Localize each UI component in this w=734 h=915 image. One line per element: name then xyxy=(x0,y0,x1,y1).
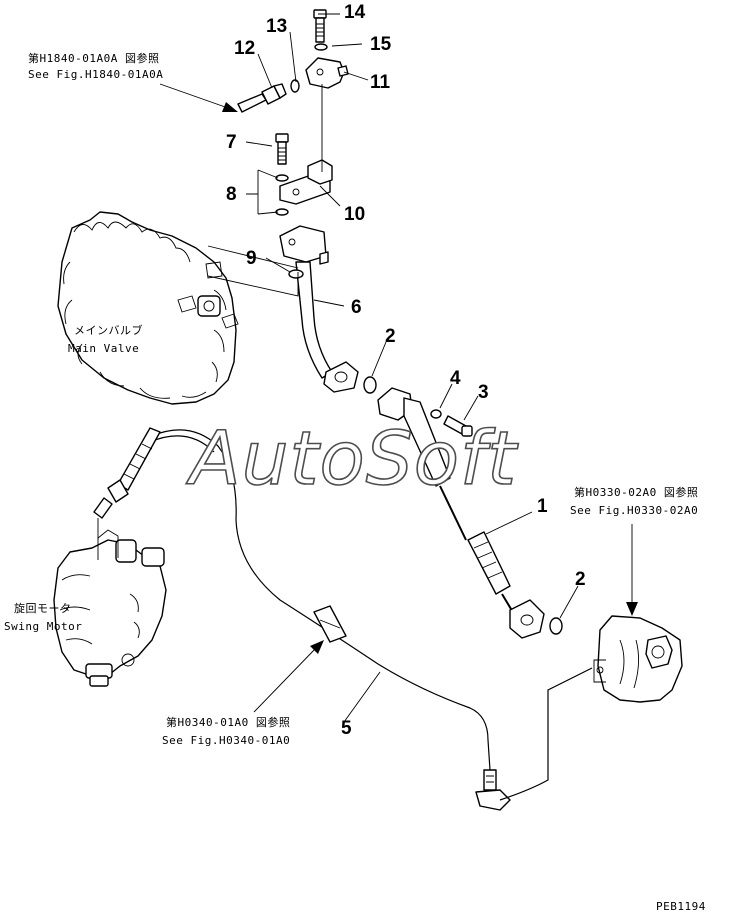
washer-4 xyxy=(430,409,442,419)
drawing-code: PEB1194 xyxy=(656,900,706,913)
main-valve-label-jp: メインバルブ xyxy=(74,323,143,337)
ref-arrow-h1840 xyxy=(159,83,238,112)
part-number-15: 15 xyxy=(370,34,392,55)
oring-2-upper xyxy=(363,376,377,394)
oring-13 xyxy=(290,79,300,93)
part-number-1: 1 xyxy=(537,496,548,517)
part-number-8: 8 xyxy=(226,184,237,205)
part-number-2-lower: 2 xyxy=(575,569,586,590)
part-number-13: 13 xyxy=(266,16,287,37)
main-valve-drawing xyxy=(57,211,239,405)
bolt-3 xyxy=(443,415,473,437)
oring-2-lower xyxy=(549,617,563,635)
part-number-7: 7 xyxy=(226,132,237,153)
block-6 xyxy=(279,225,329,265)
part-number-9: 9 xyxy=(246,248,257,269)
part-number-2-upper: 2 xyxy=(385,326,396,347)
ref-h0330-jp: 第H0330-02A0 図参照 xyxy=(574,485,698,499)
leader-lines xyxy=(207,13,579,723)
sender-12 xyxy=(237,83,287,113)
hose-5 xyxy=(93,427,593,811)
sender-block-11 xyxy=(305,57,349,89)
part-number-3: 3 xyxy=(478,382,489,403)
part-number-10: 10 xyxy=(344,204,365,225)
main-valve-label-en: Main Valve xyxy=(68,342,139,355)
hose-1 xyxy=(467,531,545,639)
ref-h0340-jp: 第H0340-01A0 図参照 xyxy=(166,715,290,729)
ref-arrow-h0330 xyxy=(626,524,638,616)
pipe-6 xyxy=(295,261,359,393)
ref-h0340-en: See Fig.H0340-01A0 xyxy=(162,734,290,747)
part-number-12: 12 xyxy=(234,38,255,59)
part-number-5: 5 xyxy=(341,718,352,739)
bolt-7 xyxy=(275,133,289,165)
swing-motor-label-en: Swing Motor xyxy=(4,620,82,633)
part-number-6: 6 xyxy=(351,297,362,318)
ref-h0330-en: See Fig.H0330-02A0 xyxy=(570,504,698,517)
part-number-4: 4 xyxy=(450,368,461,389)
flange-upper xyxy=(377,387,467,541)
ref-arrow-h0340 xyxy=(253,640,324,713)
pump-block-right xyxy=(593,615,683,703)
part-number-14: 14 xyxy=(344,2,366,23)
swing-motor-label-jp: 旋回モータ xyxy=(14,601,72,615)
ref-h1840-jp: 第H1840-01A0A 図参照 xyxy=(28,51,159,65)
swing-motor-drawing xyxy=(53,529,167,687)
ref-h1840-en: See Fig.H1840-01A0A xyxy=(28,68,163,81)
washer-15 xyxy=(314,43,328,51)
bracket-10 xyxy=(279,159,333,205)
oring-9 xyxy=(288,269,304,279)
watermark: AutoSoft xyxy=(186,416,519,502)
bolt-14 xyxy=(313,9,327,43)
part-number-11: 11 xyxy=(370,72,391,93)
